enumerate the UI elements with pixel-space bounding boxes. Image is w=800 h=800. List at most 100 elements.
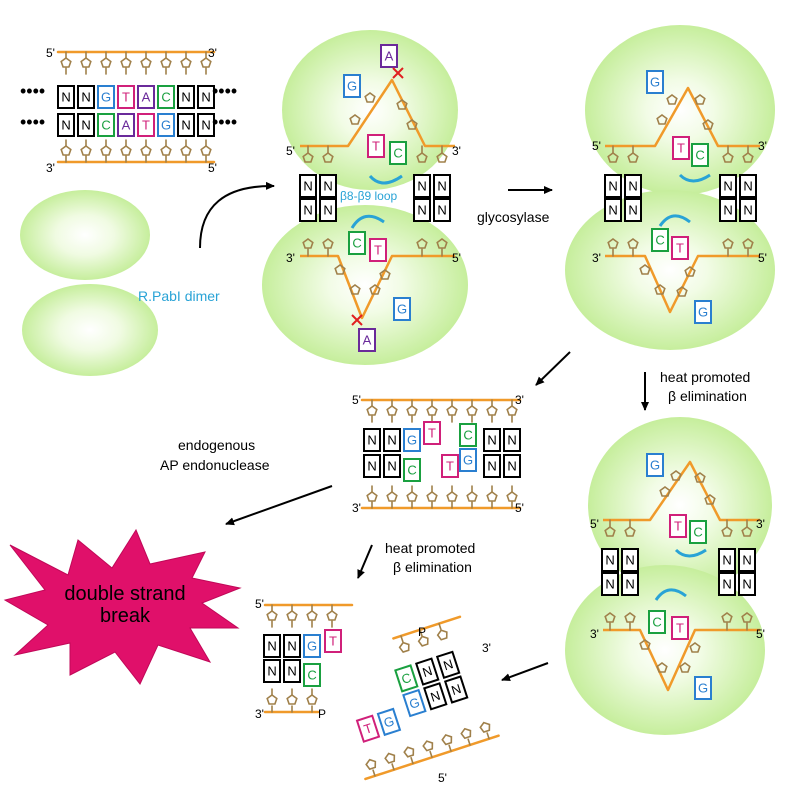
sugar-ring (396, 99, 408, 110)
end-3-s4b: 3' (352, 501, 361, 515)
base-G: G (646, 453, 664, 477)
base-letter: N (437, 203, 446, 218)
base-box (435, 650, 461, 679)
base-C: C (648, 610, 666, 634)
dots-right-top: •••• (212, 81, 237, 101)
base-box (383, 454, 401, 478)
base-letter: N (507, 433, 516, 448)
backbone-path (603, 460, 760, 522)
sugar-ring (446, 491, 458, 502)
base-box (738, 548, 756, 572)
dots-left-top: •••• (20, 81, 45, 101)
base-letter: C (400, 670, 414, 687)
base-T: T (423, 421, 441, 445)
backbone-path (603, 628, 760, 692)
base-box (57, 113, 75, 137)
base-box (358, 328, 376, 352)
end-5-f1: 5' (255, 597, 264, 611)
base-letter: N (303, 203, 312, 218)
base-letter: C (693, 525, 702, 540)
base-box (459, 423, 477, 447)
base-box (719, 174, 737, 198)
sugar-ring (322, 152, 334, 163)
base-letter: N (81, 90, 90, 105)
base-letter: G (650, 458, 660, 473)
sugar-ring (403, 746, 415, 758)
base-box (299, 198, 317, 222)
base-letter: N (605, 577, 614, 592)
base-box (393, 297, 411, 321)
sugar-ring (379, 269, 391, 280)
base-letter: T (674, 519, 682, 534)
sugar-ring (670, 470, 682, 481)
cut-mark-bottom (351, 314, 363, 326)
base-letter: G (307, 639, 317, 654)
base-letter: G (407, 433, 417, 448)
base-box (343, 74, 361, 98)
base-N: N (601, 572, 619, 596)
base-box (117, 85, 135, 109)
base-letter: T (428, 426, 436, 441)
stage3-blob-top (585, 25, 775, 195)
base-box (441, 454, 459, 478)
sugar-link (391, 763, 395, 771)
base-G: G (157, 113, 175, 137)
glycosylase-label: glycosylase (477, 209, 550, 225)
base-letter: N (625, 577, 634, 592)
strand-end-labels: 5' 3' 3' 5' 5' 3' 3' 5' 5' 3' 3' 5' 5' 3… (46, 46, 767, 785)
sugar-ring (604, 612, 616, 623)
sugar-ring (639, 639, 651, 650)
base-G: G (402, 688, 427, 718)
base-N: N (177, 113, 195, 137)
endo-label-1: endogenous (178, 437, 255, 453)
base-letter: N (181, 118, 190, 133)
base-box (415, 657, 440, 686)
base-N: N (299, 198, 317, 222)
base-letter: N (722, 553, 731, 568)
base-box (621, 548, 639, 572)
base-box (177, 85, 195, 109)
sugar-ring (654, 284, 666, 295)
base-letter: G (161, 118, 171, 133)
base-C: C (691, 143, 709, 167)
base-N: N (415, 657, 440, 686)
base-N: N (443, 675, 469, 704)
base-letter: N (723, 203, 732, 218)
sugar-ring (479, 721, 491, 733)
base-N: N (738, 548, 756, 572)
sugar-ring (60, 145, 72, 156)
sugar-ring (140, 145, 152, 156)
base-G: G (97, 85, 115, 109)
base-box (283, 634, 301, 658)
base-N: N (483, 454, 501, 478)
base-box (718, 572, 736, 596)
sugar-ring (160, 57, 172, 68)
base-box (299, 174, 317, 198)
sugar-ring (180, 145, 192, 156)
base-N: N (57, 85, 75, 109)
base-box (604, 198, 622, 222)
base-box (739, 174, 757, 198)
base-letter: C (695, 148, 704, 163)
base-letter: N (387, 433, 396, 448)
base-letter: N (323, 179, 332, 194)
backbone-path (605, 86, 760, 148)
base-G: G (694, 300, 712, 324)
base-box (380, 44, 398, 68)
base-box (303, 663, 321, 687)
sugar-link (419, 628, 423, 637)
base-box (319, 198, 337, 222)
dimer-blob-top (20, 190, 150, 280)
base-C: C (459, 423, 477, 447)
base-box (671, 236, 689, 260)
sugar-ring (666, 94, 678, 105)
sugar-ring (446, 405, 458, 416)
base-box (157, 113, 175, 137)
base-letter: C (655, 233, 664, 248)
base-letter: N (722, 577, 731, 592)
base-letter: C (101, 118, 110, 133)
base-box (413, 198, 431, 222)
sugar-ring (742, 238, 754, 249)
